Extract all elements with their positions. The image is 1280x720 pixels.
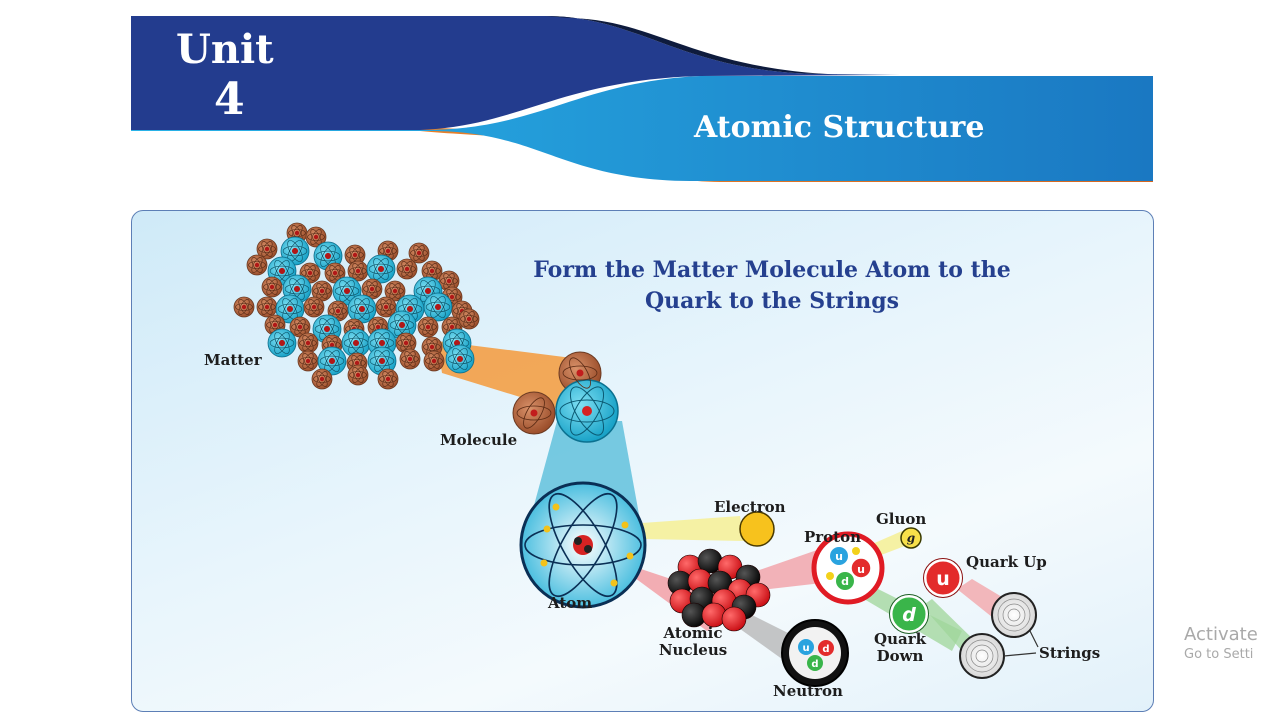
matter-molecule-cyan-33 bbox=[423, 292, 453, 322]
electron-graphic bbox=[739, 511, 775, 547]
unit-label: Unit bbox=[176, 26, 274, 73]
string-lower-graphic bbox=[959, 633, 1005, 679]
proton-quark-up-2: u bbox=[857, 563, 865, 576]
diagram-headline-line1: Form the Matter Molecule Atom to the bbox=[533, 257, 1011, 283]
matter-molecule-brown-28 bbox=[303, 296, 325, 318]
matter-cluster bbox=[233, 222, 480, 390]
activate-windows-watermark: Activate Go to Setti bbox=[1184, 624, 1280, 664]
label-atomic-nucleus: Atomic Nucleus bbox=[648, 625, 738, 659]
matter-molecule-brown-14 bbox=[396, 258, 418, 280]
atom-graphic bbox=[519, 481, 647, 609]
matter-molecule-brown-12 bbox=[347, 260, 369, 282]
matter-to-strings-diagram: u u d g u d u d d bbox=[233, 222, 1039, 687]
diagram-headline: Form the Matter Molecule Atom to the Qua… bbox=[492, 255, 1052, 317]
quark-up-symbol: u bbox=[936, 568, 950, 590]
matter-molecule-brown-7 bbox=[408, 242, 430, 264]
label-atomic-nucleus-line2: Nucleus bbox=[658, 641, 728, 659]
proton-graphic: u u d bbox=[811, 531, 885, 605]
label-proton: Proton bbox=[804, 528, 862, 546]
banner-blue-band bbox=[131, 76, 1153, 181]
diagram-headline-line2: Quark to the Strings bbox=[645, 288, 899, 314]
matter-molecule-brown-16 bbox=[438, 270, 460, 292]
matter-molecule-cyan-13 bbox=[366, 254, 396, 284]
watermark-line2: Go to Setti bbox=[1184, 647, 1254, 662]
strings-pointer-upper bbox=[1029, 630, 1039, 648]
quark-up-graphic: u bbox=[923, 558, 963, 598]
matter-molecule-brown-11 bbox=[324, 262, 346, 284]
matter-molecule-brown-41 bbox=[417, 316, 439, 338]
unit-title: Atomic Structure bbox=[694, 110, 985, 145]
matter-molecule-brown-52 bbox=[297, 350, 319, 372]
strings-pointer-lower bbox=[1003, 652, 1037, 657]
label-gluon: Gluon bbox=[876, 510, 927, 528]
matter-molecule-brown-59 bbox=[311, 368, 333, 390]
matter-molecule-brown-17 bbox=[261, 276, 283, 298]
proton-quark-up-1: u bbox=[835, 550, 843, 563]
matter-molecule-brown-60 bbox=[347, 364, 369, 386]
proton-quark-down: d bbox=[841, 575, 849, 588]
matter-molecule-cyan-47 bbox=[341, 328, 371, 358]
atomic-nucleus-graphic bbox=[667, 548, 771, 632]
string-upper-graphic bbox=[991, 592, 1037, 638]
label-neutron: Neutron bbox=[773, 682, 843, 700]
matter-molecule-cyan-53 bbox=[317, 346, 347, 376]
matter-molecule-brown-26 bbox=[256, 296, 278, 318]
molecule-graphic bbox=[512, 351, 619, 443]
matter-molecule-brown-15 bbox=[421, 260, 443, 282]
beam-down-to-string bbox=[922, 599, 977, 651]
matter-molecule-brown-1 bbox=[305, 226, 327, 248]
label-strings: Strings bbox=[1039, 644, 1101, 662]
unit-banner bbox=[131, 16, 1153, 182]
neutron-quark-down-2: d bbox=[811, 659, 818, 670]
matter-molecule-brown-22 bbox=[384, 280, 406, 302]
diagram-panel: u u d g u d u d d bbox=[131, 210, 1154, 712]
matter-molecule-cyan-44 bbox=[267, 328, 297, 358]
matter-molecule-brown-25 bbox=[233, 296, 255, 318]
label-quark-down-line1: Quark bbox=[874, 630, 926, 648]
neutron-quark-up: u bbox=[802, 643, 809, 654]
matter-molecule-brown-57 bbox=[423, 350, 445, 372]
matter-molecule-cyan-55 bbox=[367, 346, 397, 376]
label-quark-down: Quark Down bbox=[858, 631, 942, 665]
nucleus-proton-ball-15 bbox=[721, 606, 747, 632]
label-matter: Matter bbox=[204, 351, 262, 369]
matter-molecule-cyan-40 bbox=[387, 310, 417, 340]
label-quark-up: Quark Up bbox=[966, 553, 1047, 571]
matter-molecule-cyan-58 bbox=[445, 344, 475, 374]
label-quark-down-line2: Down bbox=[876, 647, 924, 665]
unit-number: 4 bbox=[214, 74, 245, 125]
matter-molecule-brown-8 bbox=[246, 254, 268, 276]
banner-navy-shape bbox=[131, 16, 900, 130]
matter-molecule-brown-61 bbox=[377, 368, 399, 390]
neutron-graphic: u d d bbox=[781, 619, 849, 687]
matter-molecule-brown-45 bbox=[297, 332, 319, 354]
matter-molecule-brown-56 bbox=[399, 348, 421, 370]
label-atom: Atom bbox=[548, 594, 593, 612]
label-atomic-nucleus-line1: Atomic bbox=[663, 624, 723, 642]
matter-molecule-brown-5 bbox=[344, 244, 366, 266]
neutron-quark-down-1: d bbox=[822, 644, 829, 655]
matter-molecule-cyan-27 bbox=[275, 294, 305, 324]
matter-molecule-brown-31 bbox=[375, 296, 397, 318]
gluon-symbol: g bbox=[907, 531, 915, 545]
label-molecule: Molecule bbox=[440, 431, 518, 449]
watermark-line1: Activate bbox=[1184, 624, 1258, 645]
label-electron: Electron bbox=[714, 498, 786, 516]
gluon-graphic: g bbox=[900, 527, 922, 549]
beam-nucleus-to-proton bbox=[742, 549, 822, 591]
beam-atom-to-electron bbox=[642, 516, 744, 541]
quark-down-symbol: d bbox=[902, 604, 916, 626]
quark-down-graphic: d bbox=[889, 594, 929, 634]
matter-molecule-brown-43 bbox=[458, 308, 480, 330]
